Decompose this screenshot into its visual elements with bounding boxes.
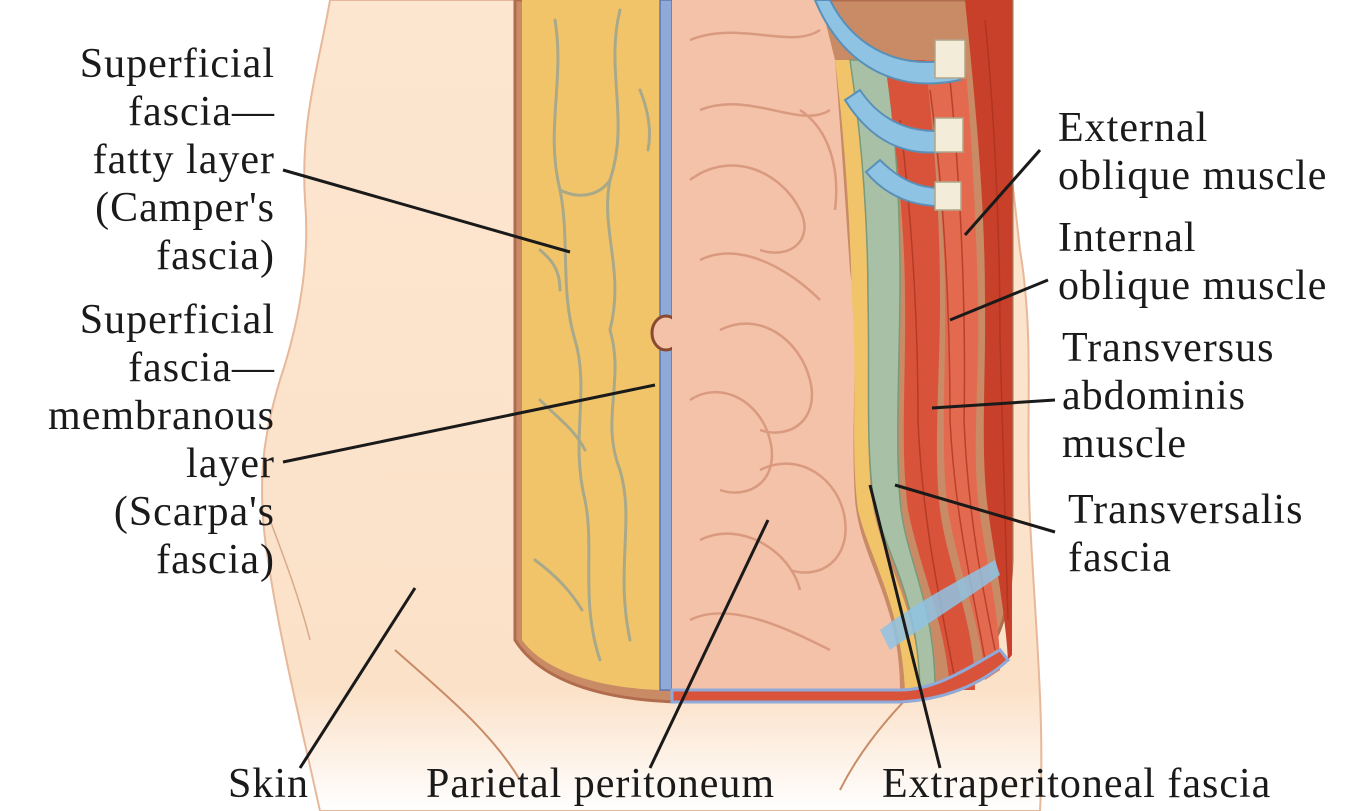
label-internal-oblique-muscle: Internal oblique muscle xyxy=(1058,214,1327,310)
label-line: fascia) xyxy=(48,536,275,584)
label-external-oblique-muscle: External oblique muscle xyxy=(1058,104,1327,200)
label-line: Internal xyxy=(1058,214,1327,262)
label-line: fascia) xyxy=(80,232,275,280)
label-superficial-fascia-fatty-layer: Superficial fascia— fatty layer (Camper'… xyxy=(80,40,275,280)
label-line: (Camper's xyxy=(80,184,275,232)
label-line: Superficial xyxy=(48,296,275,344)
label-skin: Skin xyxy=(228,760,309,808)
label-line: fascia— xyxy=(80,88,275,136)
label-line: abdominis xyxy=(1062,372,1274,420)
label-line: muscle xyxy=(1062,420,1274,468)
label-extraperitoneal-fascia: Extraperitoneal fascia xyxy=(882,760,1271,808)
label-line: External xyxy=(1058,104,1327,152)
label-line: oblique muscle xyxy=(1058,262,1327,310)
label-line: fascia xyxy=(1068,534,1303,582)
label-parietal-peritoneum: Parietal peritoneum xyxy=(426,760,775,808)
label-superficial-fascia-membranous-layer: Superficial fascia— membranous layer (Sc… xyxy=(48,296,275,584)
label-line: (Scarpa's xyxy=(48,488,275,536)
label-line: oblique muscle xyxy=(1058,152,1327,200)
label-transversus-abdominis-muscle: Transversus abdominis muscle xyxy=(1062,324,1274,468)
label-line: Transversalis xyxy=(1068,486,1303,534)
label-line: Transversus xyxy=(1062,324,1274,372)
label-line: layer xyxy=(48,440,275,488)
label-transversalis-fascia: Transversalis fascia xyxy=(1068,486,1303,582)
fatty-layer xyxy=(522,0,660,690)
label-line: fascia— xyxy=(48,344,275,392)
label-line: fatty layer xyxy=(80,136,275,184)
label-line: membranous xyxy=(48,392,275,440)
label-line: Superficial xyxy=(80,40,275,88)
